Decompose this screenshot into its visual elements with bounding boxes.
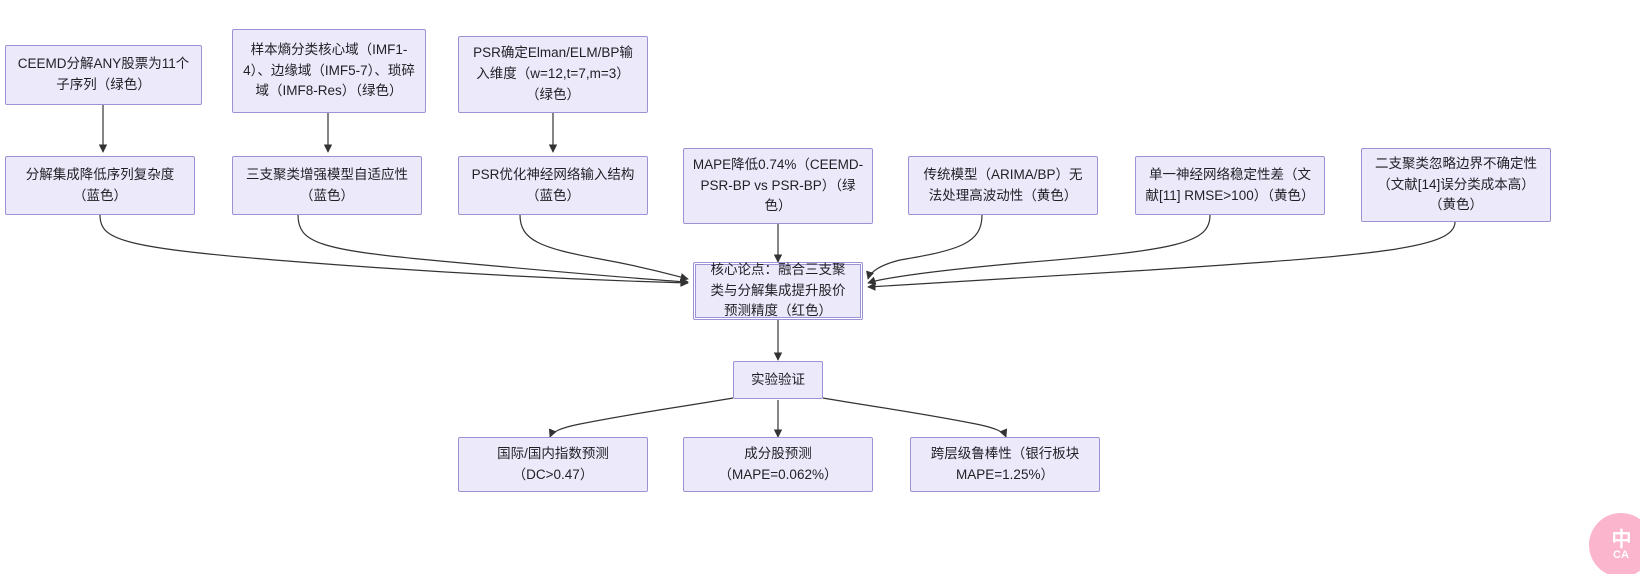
node-result-component-label: 成分股预测（MAPE=0.062%） <box>718 445 838 482</box>
watermark-badge: 中 CA <box>1589 513 1640 574</box>
edge-twoway-to-core <box>867 221 1456 291</box>
node-experiment[interactable]: 实验验证 <box>733 361 823 399</box>
node-gap-twoway-label: 二支聚类忽略边界不确定性（文献[14]误分类成本高）（黄色） <box>1375 155 1537 213</box>
node-evidence-mape[interactable]: MAPE降低0.74%（CEEMD-PSR-BP vs PSR-BP）（绿色） <box>683 148 873 224</box>
edge-experiment-to-robust <box>822 397 1008 438</box>
edge-singlenn-to-core <box>867 214 1211 285</box>
node-core-thesis[interactable]: 核心论点：融合三支聚类与分解集成提升股价预测精度（红色） <box>693 262 863 320</box>
node-result-index[interactable]: 国际/国内指数预测（DC>0.47） <box>458 437 648 492</box>
node-evidence-sampen-label: 样本熵分类核心域（IMF1-4）、边缘域（IMF5-7）、琐碎域（IMF8-Re… <box>243 41 415 99</box>
watermark-secondary-text: CA <box>1613 548 1629 561</box>
edge-experiment-to-index <box>548 397 734 438</box>
node-experiment-label: 实验验证 <box>751 371 805 387</box>
node-result-robust[interactable]: 跨层级鲁棒性（银行板块MAPE=1.25%） <box>910 437 1100 492</box>
node-gap-traditional[interactable]: 传统模型（ARIMA/BP）无法处理高波动性（黄色） <box>908 156 1098 215</box>
node-result-robust-label: 跨层级鲁棒性（银行板块MAPE=1.25%） <box>930 445 1080 482</box>
node-claim-psr[interactable]: PSR优化神经网络输入结构（蓝色） <box>458 156 648 215</box>
node-claim-psr-label: PSR优化神经网络输入结构（蓝色） <box>471 166 635 203</box>
watermark-primary-text: 中 <box>1611 528 1632 551</box>
node-evidence-psr-label: PSR确定Elman/ELM/BP输入维度（w=12,t=7,m=3）（绿色） <box>473 45 633 102</box>
node-claim-threeway-label: 三支聚类增强模型自适应性（蓝色） <box>246 166 408 203</box>
node-gap-twoway[interactable]: 二支聚类忽略边界不确定性（文献[14]误分类成本高）（黄色） <box>1361 148 1551 222</box>
node-claim-decompose[interactable]: 分解集成降低序列复杂度（蓝色） <box>5 156 195 215</box>
edge-threeway-to-core <box>297 214 689 286</box>
node-gap-traditional-label: 传统模型（ARIMA/BP）无法处理高波动性（黄色） <box>923 166 1083 203</box>
node-result-component[interactable]: 成分股预测（MAPE=0.062%） <box>683 437 873 492</box>
edge-traditional-to-core <box>866 214 983 280</box>
node-claim-threeway[interactable]: 三支聚类增强模型自适应性（蓝色） <box>232 156 422 215</box>
node-core-thesis-label: 核心论点：融合三支聚类与分解集成提升股价预测精度（红色） <box>710 261 846 319</box>
node-result-index-label: 国际/国内指数预测（DC>0.47） <box>497 445 609 482</box>
edge-psrclaim-to-core <box>519 214 689 282</box>
node-claim-decompose-label: 分解集成降低序列复杂度（蓝色） <box>25 166 175 203</box>
node-evidence-psr[interactable]: PSR确定Elman/ELM/BP输入维度（w=12,t=7,m=3）（绿色） <box>458 36 648 113</box>
node-gap-singlenn-label: 单一神经网络稳定性差（文献[11] RMSE>100）（黄色） <box>1145 166 1315 203</box>
node-evidence-sampen[interactable]: 样本熵分类核心域（IMF1-4）、边缘域（IMF5-7）、琐碎域（IMF8-Re… <box>232 29 426 113</box>
node-gap-singlenn[interactable]: 单一神经网络稳定性差（文献[11] RMSE>100）（黄色） <box>1135 156 1325 215</box>
node-evidence-ceemd-label: CEEMD分解ANY股票为11个子序列（绿色） <box>17 56 190 92</box>
node-evidence-ceemd[interactable]: CEEMD分解ANY股票为11个子序列（绿色） <box>5 45 202 105</box>
node-evidence-mape-label: MAPE降低0.74%（CEEMD-PSR-BP vs PSR-BP）（绿色） <box>692 156 864 214</box>
edge-decompose-to-core <box>99 214 689 287</box>
